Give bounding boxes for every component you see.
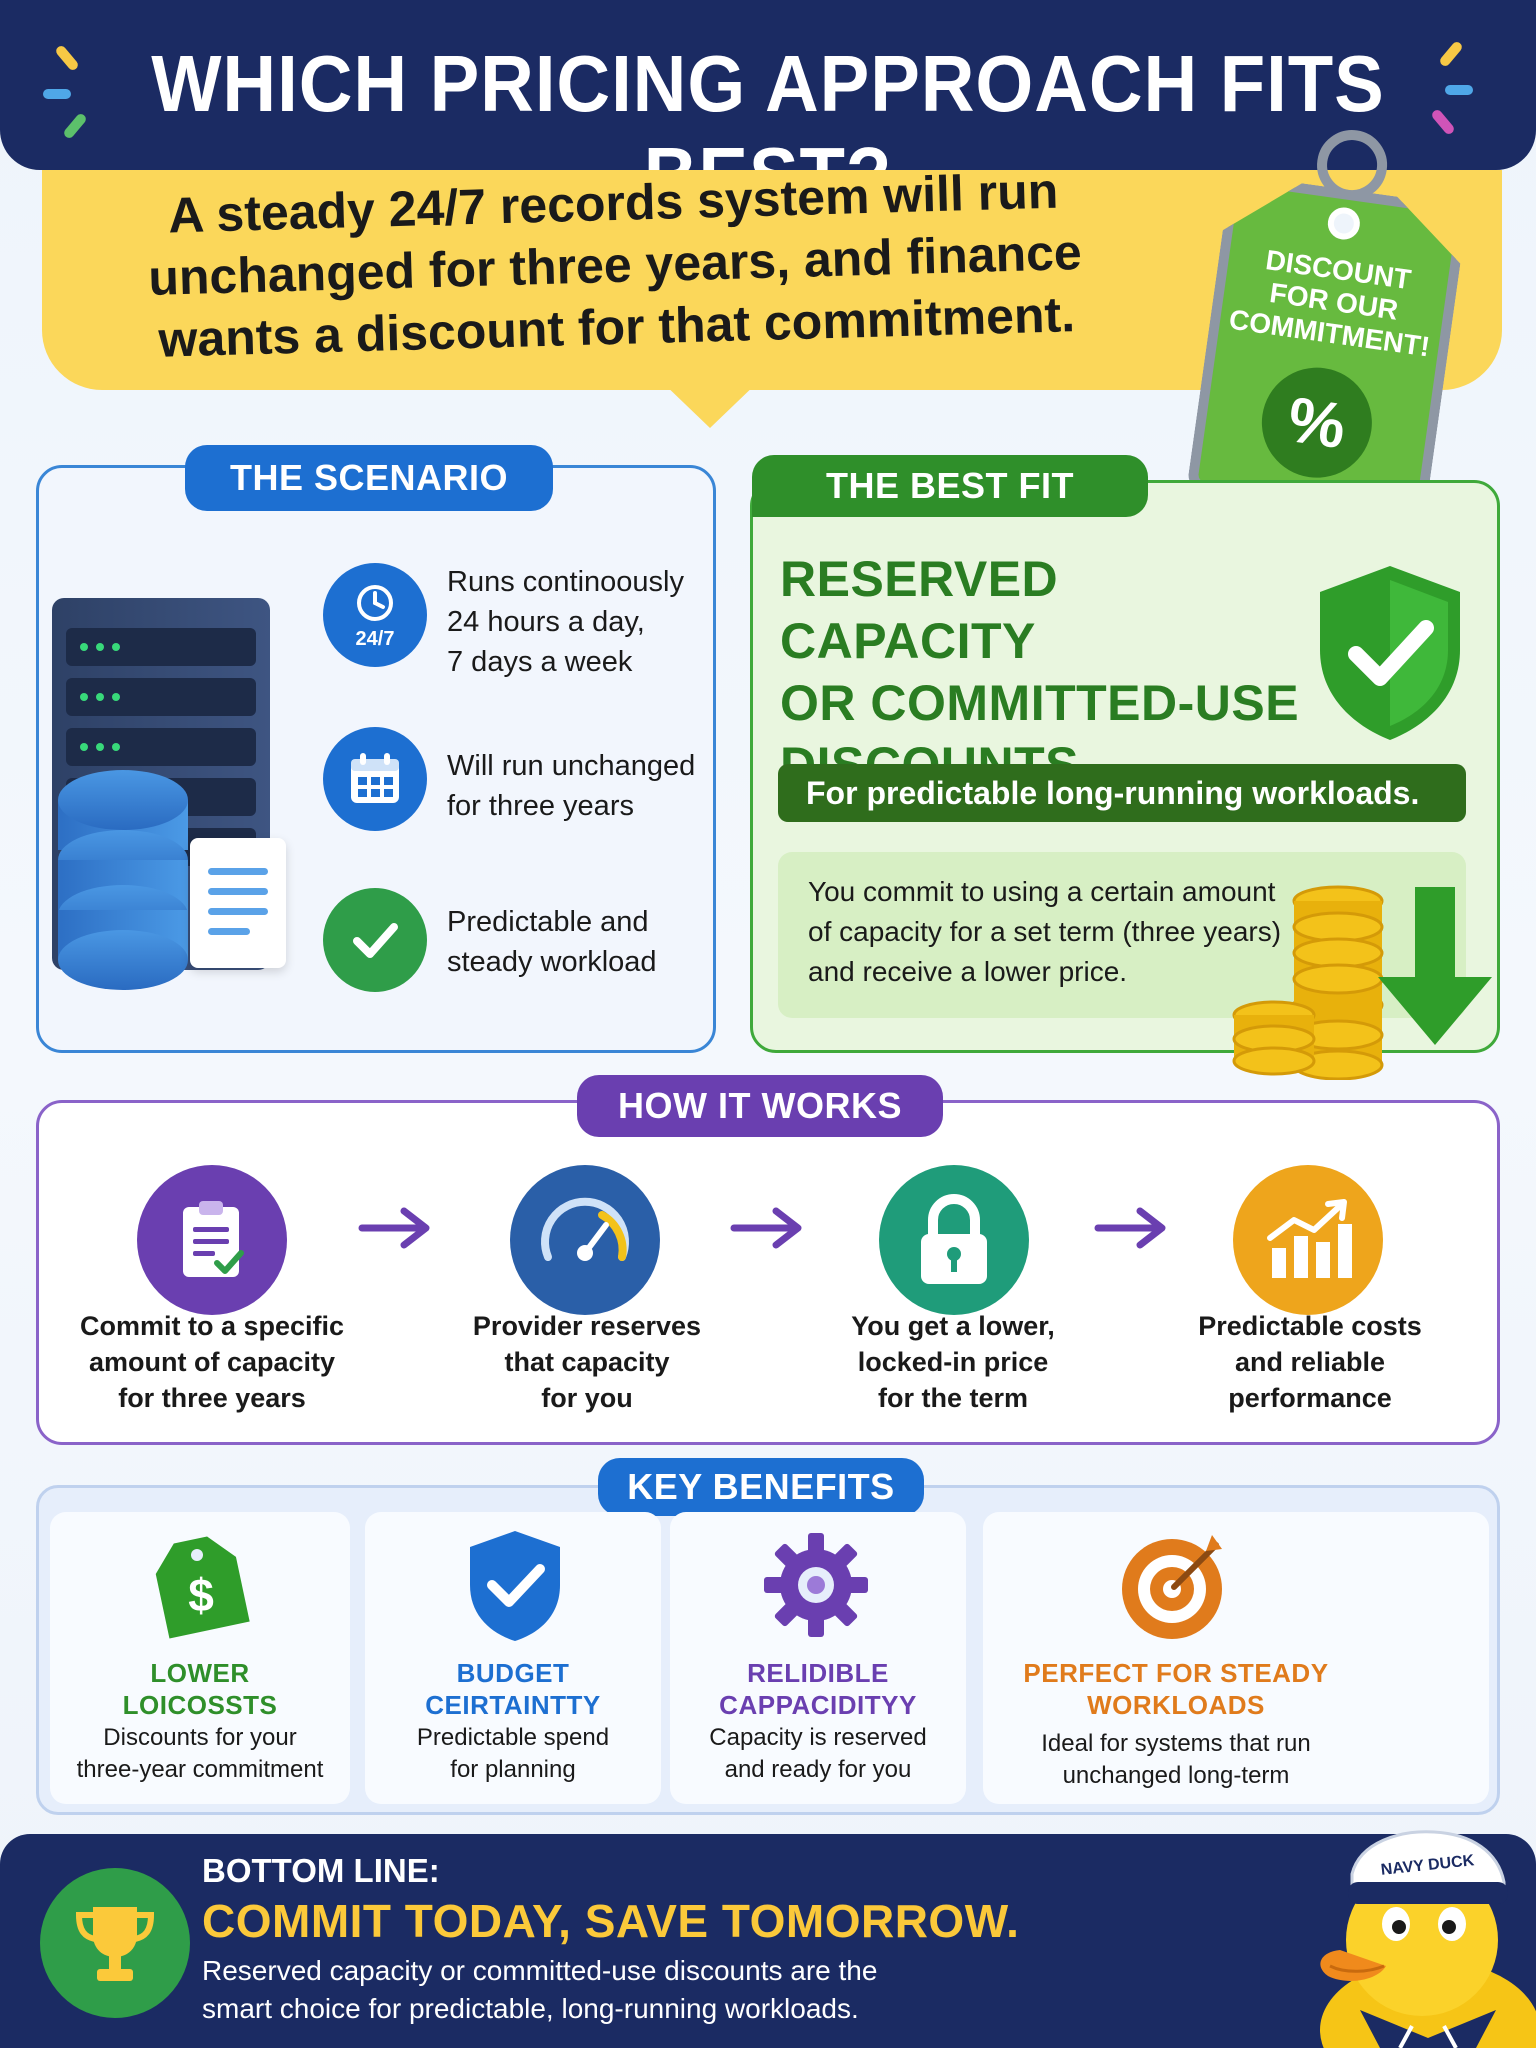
arrow-right-icon bbox=[358, 1207, 430, 1249]
shield-icon bbox=[455, 1525, 575, 1645]
benefit-sub-line: Discounts for your bbox=[103, 1724, 297, 1751]
shield-check-icon bbox=[1320, 566, 1460, 740]
trophy-icon bbox=[40, 1868, 190, 2018]
benefit-title: RELIDIBLE CAPPACIDITYY bbox=[670, 1657, 966, 1721]
step-line: for you bbox=[541, 1383, 633, 1413]
document-icon bbox=[190, 838, 286, 968]
best-fit-label: THE BEST FIT bbox=[752, 455, 1148, 517]
scenario-line: Runs continoously bbox=[447, 566, 684, 598]
benefit-subtitle: Discounts for your three-year commitment bbox=[50, 1722, 350, 1786]
lock-icon bbox=[879, 1165, 1029, 1315]
benefit-sub-line: for planning bbox=[450, 1756, 576, 1783]
best-fit-title-line: RESERVED CAPACITY bbox=[780, 551, 1059, 669]
benefit-title-line: PERFECT FOR STEADY bbox=[1023, 1658, 1329, 1688]
benefit-sub-line: and ready for you bbox=[724, 1756, 912, 1783]
benefit-title: LOWER LOICOSSTS bbox=[50, 1657, 350, 1721]
step-line: locked-in price bbox=[857, 1347, 1049, 1377]
best-fit-title: RESERVED CAPACITY OR COMMITTED-USE DISCO… bbox=[780, 548, 1300, 796]
step-text: Provider reserves that capacity for you bbox=[447, 1308, 727, 1416]
question-text: A steady 24/7 records system will run un… bbox=[147, 162, 1083, 368]
benefit-title-line: LOWER bbox=[150, 1658, 250, 1688]
benefits-label: KEY BENEFITS bbox=[598, 1458, 924, 1516]
price-tag-icon: $ bbox=[140, 1525, 260, 1645]
scenario-line: for three years bbox=[447, 790, 634, 822]
step-line: for three years bbox=[118, 1383, 306, 1413]
benefit-title-line: LOICOSSTS bbox=[122, 1690, 278, 1720]
coins-down-arrow-icon bbox=[1232, 885, 1492, 1080]
header-bar bbox=[0, 0, 1536, 170]
navy-duck-mascot-icon: NAVY DUCK bbox=[1320, 1830, 1536, 2048]
benefit-title-line: CEIRTAINTTY bbox=[425, 1690, 601, 1720]
arrow-right-icon bbox=[1094, 1207, 1166, 1249]
step-line: Provider reserves bbox=[472, 1311, 702, 1341]
benefit-sub-line: three-year commitment bbox=[76, 1756, 324, 1783]
speedometer-icon bbox=[510, 1165, 660, 1315]
benefit-subtitle: Capacity is reserved and ready for you bbox=[670, 1722, 966, 1786]
scenario-line: 7 days a week bbox=[447, 646, 633, 678]
step-text: You get a lower, locked-in price for the… bbox=[813, 1308, 1093, 1416]
database-icon bbox=[58, 770, 188, 990]
benefit-sub-line: unchanged long-term bbox=[1062, 1762, 1290, 1789]
bottom-line-footer bbox=[0, 1834, 1536, 2048]
step-line: You get a lower, bbox=[851, 1311, 1055, 1341]
step-text: Commit to a specific amount of capacity … bbox=[72, 1308, 352, 1416]
best-fit-title-line: OR COMMITTED-USE bbox=[780, 675, 1300, 731]
bottom-line-headline: COMMIT TODAY, SAVE TOMORROW. bbox=[202, 1895, 1020, 1947]
calendar-icon bbox=[323, 727, 427, 831]
step-line: amount of capacity bbox=[88, 1347, 336, 1377]
benefit-title-line: CAPPACIDITYY bbox=[719, 1690, 917, 1720]
arrow-right-icon bbox=[730, 1207, 802, 1249]
step-text: Predictable costs and reliable performan… bbox=[1170, 1308, 1450, 1416]
scenario-line: Will run unchanged bbox=[447, 750, 696, 782]
target-icon bbox=[1116, 1525, 1236, 1645]
step-line: that capacity bbox=[504, 1347, 670, 1377]
clock-badge: 24/7 bbox=[356, 628, 395, 650]
how-it-works-label: HOW IT WORKS bbox=[577, 1075, 943, 1137]
benefit-title-line: RELIDIBLE bbox=[747, 1658, 889, 1688]
benefit-subtitle: Predictable spend for planning bbox=[365, 1722, 661, 1786]
scenario-label: THE SCENARIO bbox=[185, 445, 553, 511]
clock-icon: 24/7 bbox=[323, 563, 427, 667]
desc-line: You commit to using a certain amount bbox=[808, 876, 1276, 907]
speech-tail bbox=[660, 380, 760, 428]
benefit-title-line: WORKLOADS bbox=[1087, 1690, 1265, 1720]
benefit-sub-line: Capacity is reserved bbox=[709, 1724, 927, 1751]
benefit-sub-line: Ideal for systems that run bbox=[1041, 1730, 1311, 1757]
checkmark-icon bbox=[323, 888, 427, 992]
benefit-sub-line: Predictable spend bbox=[416, 1724, 610, 1751]
scenario-line: steady workload bbox=[447, 946, 657, 978]
clipboard-icon bbox=[137, 1165, 287, 1315]
bottom-line-text: Reserved capacity or committed-use disco… bbox=[202, 1952, 1102, 2028]
step-line: Predictable costs bbox=[1198, 1311, 1422, 1341]
desc-line: and receive a lower price. bbox=[808, 956, 1128, 987]
desc-line: of capacity for a set term (three years) bbox=[808, 916, 1282, 947]
scenario-line: 24 hours a day, bbox=[447, 606, 645, 638]
step-line: Commit to a specific bbox=[79, 1311, 345, 1341]
benefit-title: PERFECT FOR STEADY WORKLOADS bbox=[983, 1657, 1369, 1721]
benefit-subtitle: Ideal for systems that run unchanged lon… bbox=[983, 1728, 1369, 1792]
step-line: and reliable bbox=[1234, 1347, 1386, 1377]
benefit-card bbox=[983, 1512, 1489, 1804]
benefit-title-line: BUDGET bbox=[456, 1658, 570, 1688]
growth-chart-icon bbox=[1233, 1165, 1383, 1315]
step-line: performance bbox=[1228, 1383, 1392, 1413]
best-fit-strap: For predictable long-running workloads. bbox=[778, 764, 1466, 822]
best-fit-description: You commit to using a certain amount of … bbox=[808, 872, 1328, 992]
gear-icon bbox=[756, 1525, 876, 1645]
benefit-title: BUDGET CEIRTAINTTY bbox=[365, 1657, 661, 1721]
page-title: WHICH PRICING APPROACH FITS BEST? bbox=[151, 39, 1385, 220]
bottom-line-label: BOTTOM LINE: bbox=[202, 1852, 440, 1889]
scenario-line: Predictable and bbox=[447, 906, 649, 938]
svg-text:$: $ bbox=[188, 1569, 214, 1621]
bottom-line-text-line: Reserved capacity or committed-use disco… bbox=[202, 1955, 878, 1986]
step-line: for the term bbox=[877, 1383, 1029, 1413]
bottom-line-text-line: smart choice for predictable, long-runni… bbox=[202, 1993, 859, 2024]
